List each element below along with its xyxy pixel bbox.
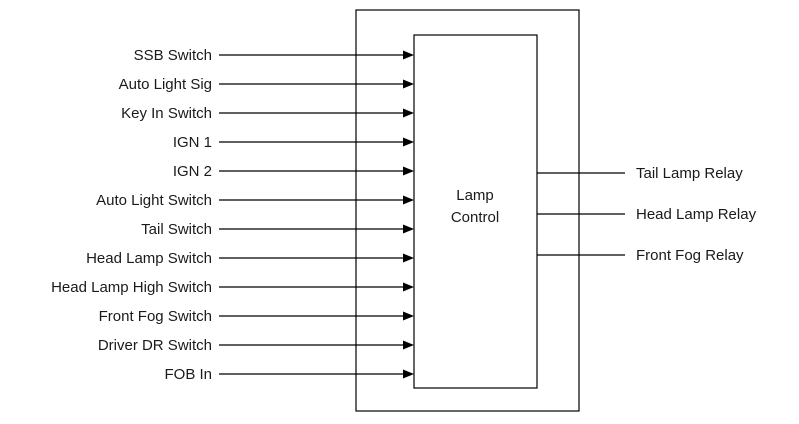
input-label-head-lamp-high-switch: Head Lamp High Switch <box>51 279 212 296</box>
input-key-in-switch: Key In Switch <box>121 105 414 122</box>
output-tail-lamp-relay: Tail Lamp Relay <box>537 165 743 182</box>
lamp-control-block <box>413 34 538 389</box>
input-arrowhead-front-fog-switch <box>403 311 414 321</box>
input-ign-2: IGN 2 <box>173 163 414 180</box>
input-arrowhead-ign-2 <box>403 166 414 176</box>
output-front-fog-relay: Front Fog Relay <box>537 247 744 264</box>
input-ssb-switch: SSB Switch <box>134 47 414 64</box>
input-ign-1: IGN 1 <box>173 134 414 151</box>
input-arrowhead-head-lamp-switch <box>403 253 414 263</box>
input-auto-light-switch: Auto Light Switch <box>96 192 414 209</box>
output-label-head-lamp-relay: Head Lamp Relay <box>636 206 757 223</box>
input-head-lamp-high-switch: Head Lamp High Switch <box>51 279 414 296</box>
input-arrowhead-ssb-switch <box>403 50 414 60</box>
input-arrowhead-fob-in <box>403 369 414 379</box>
input-fob-in: FOB In <box>164 366 414 383</box>
input-label-auto-light-sig: Auto Light Sig <box>119 76 212 93</box>
input-auto-light-sig: Auto Light Sig <box>119 76 414 93</box>
input-driver-dr-switch: Driver DR Switch <box>98 337 414 354</box>
input-label-ign-2: IGN 2 <box>173 163 212 180</box>
input-front-fog-switch: Front Fog Switch <box>99 308 414 325</box>
input-arrowhead-auto-light-switch <box>403 195 414 205</box>
input-label-ssb-switch: SSB Switch <box>134 47 212 64</box>
block-title-line1: Lamp <box>456 187 494 204</box>
input-arrowhead-driver-dr-switch <box>403 340 414 350</box>
input-label-auto-light-switch: Auto Light Switch <box>96 192 212 209</box>
input-arrowhead-key-in-switch <box>403 108 414 118</box>
output-label-tail-lamp-relay: Tail Lamp Relay <box>636 165 743 182</box>
input-arrowhead-ign-1 <box>403 137 414 147</box>
output-label-front-fog-relay: Front Fog Relay <box>636 247 744 264</box>
input-tail-switch: Tail Switch <box>141 221 414 238</box>
output-head-lamp-relay: Head Lamp Relay <box>537 206 757 223</box>
input-label-head-lamp-switch: Head Lamp Switch <box>86 250 212 267</box>
input-arrowhead-head-lamp-high-switch <box>403 282 414 292</box>
input-label-fob-in: FOB In <box>164 366 212 383</box>
input-head-lamp-switch: Head Lamp Switch <box>86 250 414 267</box>
block-title-line2: Control <box>451 209 499 226</box>
input-arrowhead-tail-switch <box>403 224 414 234</box>
input-label-driver-dr-switch: Driver DR Switch <box>98 337 212 354</box>
input-label-key-in-switch: Key In Switch <box>121 105 212 122</box>
input-label-ign-1: IGN 1 <box>173 134 212 151</box>
input-label-front-fog-switch: Front Fog Switch <box>99 308 212 325</box>
input-arrowhead-auto-light-sig <box>403 79 414 89</box>
input-label-tail-switch: Tail Switch <box>141 221 212 238</box>
